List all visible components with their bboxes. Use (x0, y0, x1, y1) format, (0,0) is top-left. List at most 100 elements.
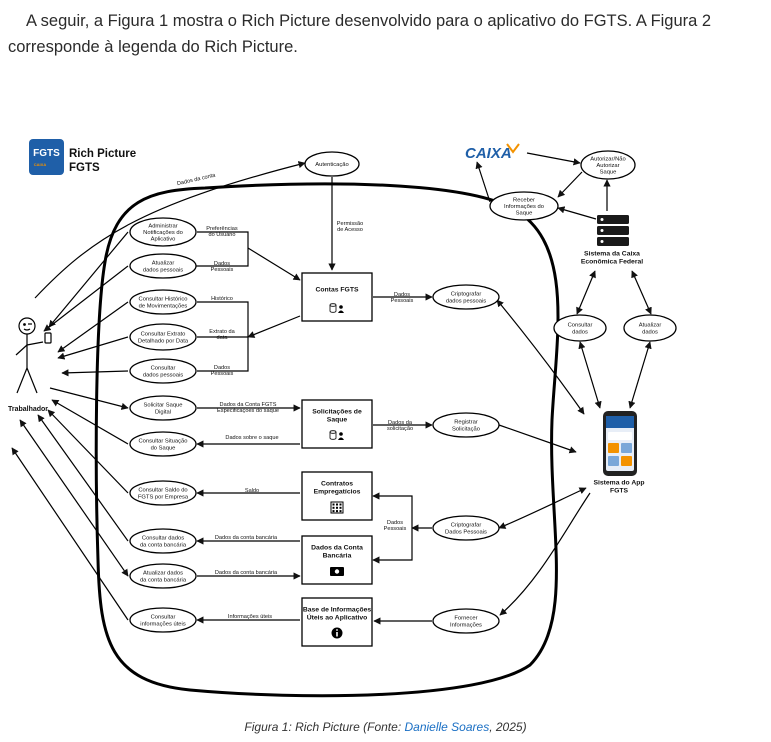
intro-paragraph: A seguir, a Figura 1 mostra o Rich Pictu… (8, 12, 712, 56)
process-saldo-fgts-line-1: Consultar Saldo do (138, 488, 187, 494)
flow-arrow-13 (498, 424, 577, 454)
flow-arrow-38 (49, 387, 129, 410)
flow-label-extrato-data-line-2: data (217, 335, 229, 341)
store-base-line-2: Úteis ao Aplicativo (307, 612, 368, 621)
process-extrato-line-1: Consultar Extrato (141, 332, 186, 338)
flow-label-dados-saque-line-1: Dados sobre o saque (225, 435, 278, 441)
caption-suffix: , 2025) (489, 720, 527, 734)
process-consultar-pessoais-line-2: dados pessoais (143, 372, 183, 378)
process-historico-line-2: de Movimentações (139, 303, 188, 309)
flow-arrow-5 (247, 247, 301, 281)
flow-label-saldo-line-1: Saldo (245, 488, 259, 494)
flow-arrow-4 (196, 248, 249, 267)
caption-author-link[interactable]: Danielle Soares (404, 720, 490, 734)
flow-arrow-42 (19, 419, 129, 577)
system-caixa-line-1: Sistema da Caixa (584, 250, 640, 257)
flow-arrow-10 (496, 299, 585, 415)
process-saldo-fgts-line-2: FGTS por Empresa (138, 494, 189, 500)
actor-label: Trabalhador (8, 406, 48, 413)
flow-arrow-6 (247, 315, 301, 338)
flow-label-dados-pessoais-cripto-line-2: Pessoais (391, 298, 414, 304)
flow-arrow-24 (526, 152, 581, 166)
process-atualizar-dados-caixa-line-2: dados (642, 329, 658, 335)
flow-arrow-28 (475, 161, 491, 203)
flow-label-dados-pessoais-3-line-1: Dados (387, 520, 403, 526)
flow-arrow-33 (48, 231, 129, 328)
process-autorizar-line-1: Autorizar/Não (590, 156, 625, 162)
process-autenticacao-line-1: Autenticação (315, 162, 349, 168)
process-fornecer-line-1: Fornecer (454, 616, 477, 622)
process-autenticacao: Autenticação (304, 151, 360, 177)
process-atualizar-pessoais-line-1: Atualizar (152, 261, 175, 267)
process-solicitar-saque-line-1: Solicitar Saque (144, 403, 183, 409)
flow-label-dados-saque: Dados sobre o saque (225, 435, 278, 441)
logo-title-line2: FGTS (69, 162, 100, 174)
fgts-logo: FGTS CAIXA Rich Picture FGTS (29, 139, 136, 175)
store-contratos-line-1: Contratos (321, 480, 353, 487)
process-consultar-bancaria-line-2: da conta bancária (140, 542, 187, 548)
flow-label-extrato-data-line-1: Extrato da (209, 329, 235, 335)
process-historico-line-1: Consultar Histórico (139, 297, 188, 303)
server-icon (597, 215, 629, 246)
flow-arrow-43 (11, 447, 129, 621)
flow-arrow-3 (197, 231, 249, 248)
flow-label-dados-conta-fgts-line-1: Dados da Conta FGTS (220, 402, 277, 408)
process-receber-line-3: Saque (516, 211, 533, 217)
process-solicitar-saque-line-2: Digital (155, 409, 171, 415)
store-contas-line-1: Contas FGTS (315, 286, 359, 293)
flow-label-historico-line-1: Histórico (211, 296, 233, 302)
building-icon (330, 501, 344, 514)
process-administrar-line-1: Administrar (148, 223, 177, 229)
flow-label-info-uteis-line-1: Informações úteis (228, 614, 272, 620)
flow-arrow-30 (631, 270, 652, 315)
flow-arrow-18 (498, 487, 587, 529)
app-phone-icon (603, 411, 637, 476)
flow-arrow-40 (47, 409, 129, 494)
store-solicitacoes-line-1: Solicitações de (312, 408, 362, 415)
caption-prefix: Figura 1: Rich Picture (Fonte: (244, 720, 405, 734)
store-bancaria-line-1: Dados da Conta (311, 544, 363, 551)
store-bancaria-line-2: Bancária (323, 552, 352, 559)
flow-label-dados-pessoais-1-line-1: Dados (214, 261, 230, 267)
process-autorizar-line-3: Saque (600, 170, 617, 176)
flow-label-dados-pessoais-2-line-2: Pessoais (211, 371, 234, 377)
flow-label-dados-conta: Dados da conta (176, 172, 216, 187)
process-atualizar-pessoais-line-2: dados pessoais (143, 267, 183, 273)
flow-label-dados-pessoais-cripto-line-1: Dados (394, 292, 410, 298)
process-atualizar-dados-caixa-line-1: Atualizar (639, 323, 662, 329)
flow-arrow-25 (557, 171, 583, 198)
process-registrar-line-2: Solicitação (452, 426, 480, 432)
store-solicitacoes-line-2: Saque (327, 416, 348, 423)
process-criptografar1-line-2: dados pessoais (446, 298, 486, 304)
process-criptografar2-line-2: Dados Pessoais (445, 529, 487, 535)
actor-head-icon (18, 317, 36, 335)
process-atualizar-bancaria-line-1: Atualizar dados (143, 571, 183, 577)
process-info-uteis-line-1: Consultar (151, 615, 176, 621)
caixa-logo: CAIXA (465, 143, 520, 162)
database-icon (329, 430, 344, 440)
phone-icon (44, 332, 52, 344)
flow-label-dados-conta-line-1: Dados da conta (176, 172, 216, 187)
flow-label-dados-conta-fgts-line-2: Especificações do saque (217, 408, 279, 414)
flow-arrow-34 (43, 265, 129, 332)
flow-arrow-1 (34, 161, 306, 299)
process-situacao-saque-line-2: do Saque (151, 445, 176, 451)
flow-arrow-36 (57, 336, 129, 360)
